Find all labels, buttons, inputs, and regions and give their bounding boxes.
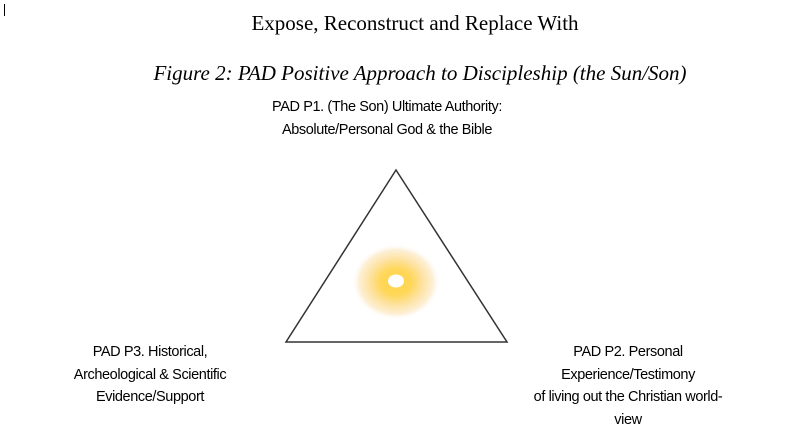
label-line: Absolute/Personal God & the Bible (281, 121, 493, 138)
label-line: PAD P2. Personal (573, 344, 683, 360)
figure-caption: Figure 2: PAD Positive Approach to Disci… (153, 61, 687, 85)
document-heading: Expose, Reconstruct and Replace With (251, 11, 579, 35)
label-p2-experience: PAD P2. Personal Experience/Testimony of… (508, 341, 748, 431)
label-p3-evidence: PAD P3. Historical, Archeological & Scie… (40, 341, 260, 409)
triangle-shape (284, 168, 509, 343)
label-line: PAD P1. (The Son) Ultimate Authority: (272, 99, 502, 115)
text-cursor (4, 4, 5, 16)
label-line: PAD P3. Historical, (92, 344, 208, 360)
sun-icon (352, 244, 440, 320)
label-line: Experience/Testimony (561, 366, 695, 383)
label-line: Archeological & Scientific (73, 366, 227, 383)
label-line: of living out the Christian world- (533, 389, 723, 405)
label-line: Evidence/Support (95, 389, 205, 405)
label-line: view (614, 411, 642, 428)
label-p1-ultimate-authority: PAD P1. (The Son) Ultimate Authority: Ab… (237, 96, 537, 141)
